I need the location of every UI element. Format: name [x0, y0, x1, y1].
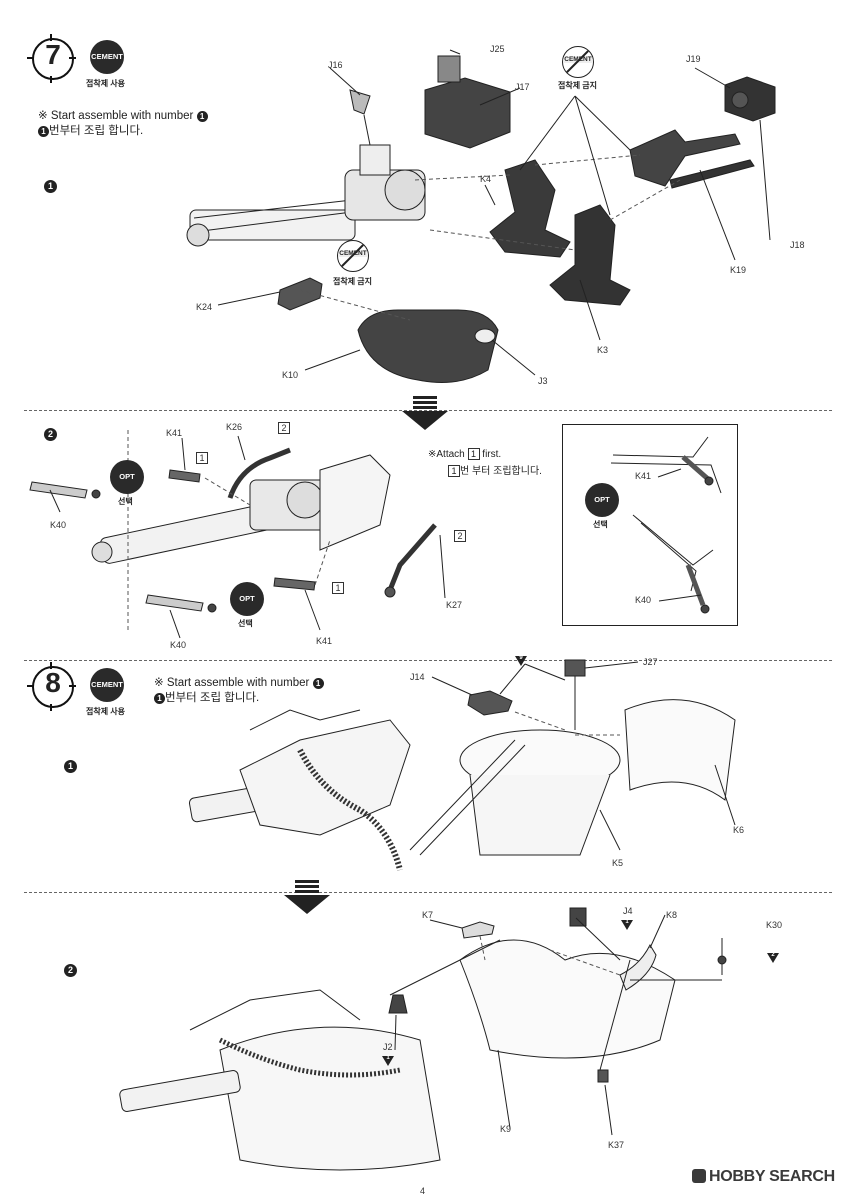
page-number: 4 — [420, 1186, 426, 1196]
no-cement-icon: CEMENT — [562, 46, 594, 78]
step7-part2-illustration — [29, 430, 446, 639]
part-label-J2: J2 — [383, 1042, 393, 1052]
part-label-K8: K8 — [666, 910, 678, 920]
part-label-K27: K27 — [446, 600, 463, 610]
step8-note-en: ※ Start assemble with number 1 — [154, 675, 324, 689]
part-label-J17: J17 — [515, 82, 530, 92]
part-label-K30: K30 — [766, 920, 783, 930]
part-label-J14: J14 — [410, 672, 425, 682]
substep-2-marker: 2 — [64, 964, 77, 977]
no-cement-icon: CEMENT — [337, 240, 369, 272]
opt-caption: 선택 — [238, 619, 253, 628]
cement-badge: CEMENT — [90, 40, 124, 74]
step-marker-2: 2 — [767, 952, 779, 963]
step-7-number: 7 — [27, 34, 76, 83]
box-number-1: 1 — [196, 452, 208, 464]
cement-badge: CEMENT — [90, 668, 124, 702]
part-label-J3: J3 — [538, 376, 548, 386]
hobby-search-logo-icon — [692, 1169, 706, 1183]
part-label-K40: K40 — [170, 640, 187, 650]
cement-caption: 접착제 사용 — [86, 79, 126, 88]
next-arrow-icon — [402, 396, 448, 430]
part-label-K41: K41 — [635, 471, 652, 481]
no-cement-caption: 접착제 금지 — [333, 277, 373, 286]
opt-caption: 선택 — [593, 520, 608, 529]
step7-part1-illustration — [186, 49, 776, 383]
part-label-K9: K9 — [500, 1124, 512, 1134]
attach-note-en: ※Attach 1 first. — [428, 448, 502, 460]
part-label-J18: J18 — [790, 240, 805, 250]
opt-badge: OPT — [585, 483, 619, 517]
box-number-2: 2 — [278, 422, 290, 434]
part-label-K24: K24 — [196, 302, 213, 312]
part-label-J25: J25 — [490, 44, 505, 54]
box-number-1: 1 — [332, 582, 344, 594]
part-label-J19: J19 — [686, 54, 701, 64]
part-label-K37: K37 — [608, 1140, 625, 1150]
part-label-J4: J4 — [623, 906, 633, 916]
section-divider — [24, 660, 832, 661]
part-label-K4: K4 — [480, 174, 492, 184]
part-label-K6: K6 — [733, 825, 745, 835]
part-label-K19: K19 — [730, 265, 747, 275]
section-divider — [24, 410, 832, 411]
part-label-K7: K7 — [422, 910, 434, 920]
part-label-K26: K26 — [226, 422, 243, 432]
option-inset-box: K41 OPT 선택 K40 — [562, 424, 738, 626]
box-number-2: 2 — [454, 530, 466, 542]
part-label-K40: K40 — [635, 595, 652, 605]
opt-badge: OPT — [110, 460, 144, 494]
minigun-barrels — [186, 199, 356, 247]
part-label-K41: K41 — [316, 636, 333, 646]
watermark: HOBBY SEARCH — [692, 1168, 835, 1186]
section-divider — [24, 892, 832, 893]
next-arrow-icon — [284, 880, 330, 914]
step8-part2-illustration — [119, 907, 727, 1171]
step8-part1-illustration — [188, 659, 736, 871]
part-label-K10: K10 — [282, 370, 299, 380]
part-label-K3: K3 — [597, 345, 609, 355]
opt-caption: 선택 — [118, 497, 133, 506]
step-8-number: 8 — [27, 662, 76, 711]
part-label-K5: K5 — [612, 858, 624, 868]
step-marker-1: 1 — [621, 919, 633, 930]
substep-1-marker: 1 — [44, 180, 57, 193]
part-label-K40: K40 — [50, 520, 67, 530]
part-label-J16: J16 — [328, 60, 343, 70]
no-cement-caption: 접착제 금지 — [558, 81, 598, 90]
cement-caption: 접착제 사용 — [86, 707, 126, 716]
step-marker-9: 9 — [515, 655, 527, 666]
part-label-K41: K41 — [166, 428, 183, 438]
step-marker-1: 1 — [382, 1055, 394, 1066]
substep-2-marker: 2 — [44, 428, 57, 441]
opt-badge: OPT — [230, 582, 264, 616]
step7-note-en: ※ Start assemble with number 1 — [38, 108, 208, 122]
substep-1-marker: 1 — [64, 760, 77, 773]
part-label-J27: J27 — [643, 657, 658, 667]
